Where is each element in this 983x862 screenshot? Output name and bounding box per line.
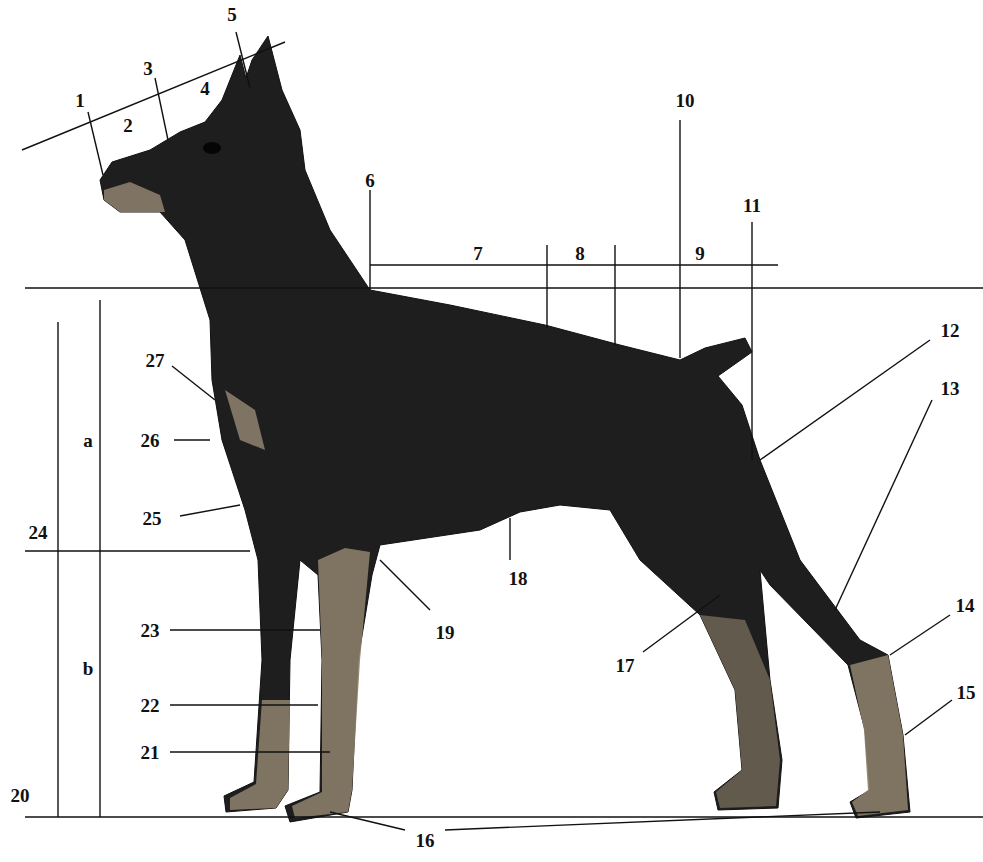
reference-lines: [22, 42, 983, 817]
callout-label: 23: [139, 620, 162, 641]
callout-label: 16: [414, 830, 437, 851]
dog-eye: [203, 142, 221, 154]
callout-label: 15: [955, 682, 978, 703]
callout-label: 22: [139, 695, 162, 716]
callout-label: 10: [674, 90, 697, 111]
callout-label: 9: [693, 243, 707, 264]
callout-label: 5: [225, 4, 239, 25]
callout-label: 6: [363, 170, 377, 191]
callout-label: 8: [573, 243, 587, 264]
callout-label: 7: [471, 243, 485, 264]
callout-label: 14: [954, 595, 977, 616]
callout-label: 25: [141, 508, 164, 529]
callout-label: 12: [939, 320, 962, 341]
callout-label: a: [81, 430, 95, 451]
callout-label: 11: [741, 195, 763, 216]
callout-label: 19: [434, 622, 457, 643]
callout-label: 21: [139, 742, 162, 763]
callout-label: 2: [121, 115, 135, 136]
callout-label: 1: [73, 90, 87, 111]
tan-markings: [104, 182, 908, 818]
callout-label: 18: [507, 568, 530, 589]
callout-label: 26: [139, 430, 162, 451]
dog-body: [100, 36, 910, 822]
leader-lines: [88, 32, 952, 830]
callout-label: 4: [198, 78, 212, 99]
callout-label: 24: [27, 522, 50, 543]
callout-label: 17: [614, 655, 637, 676]
callout-label: 27: [144, 350, 167, 371]
callout-label: 3: [141, 58, 155, 79]
callout-label: b: [81, 658, 96, 679]
callout-label: 20: [9, 785, 32, 806]
callout-label: 13: [939, 378, 962, 399]
